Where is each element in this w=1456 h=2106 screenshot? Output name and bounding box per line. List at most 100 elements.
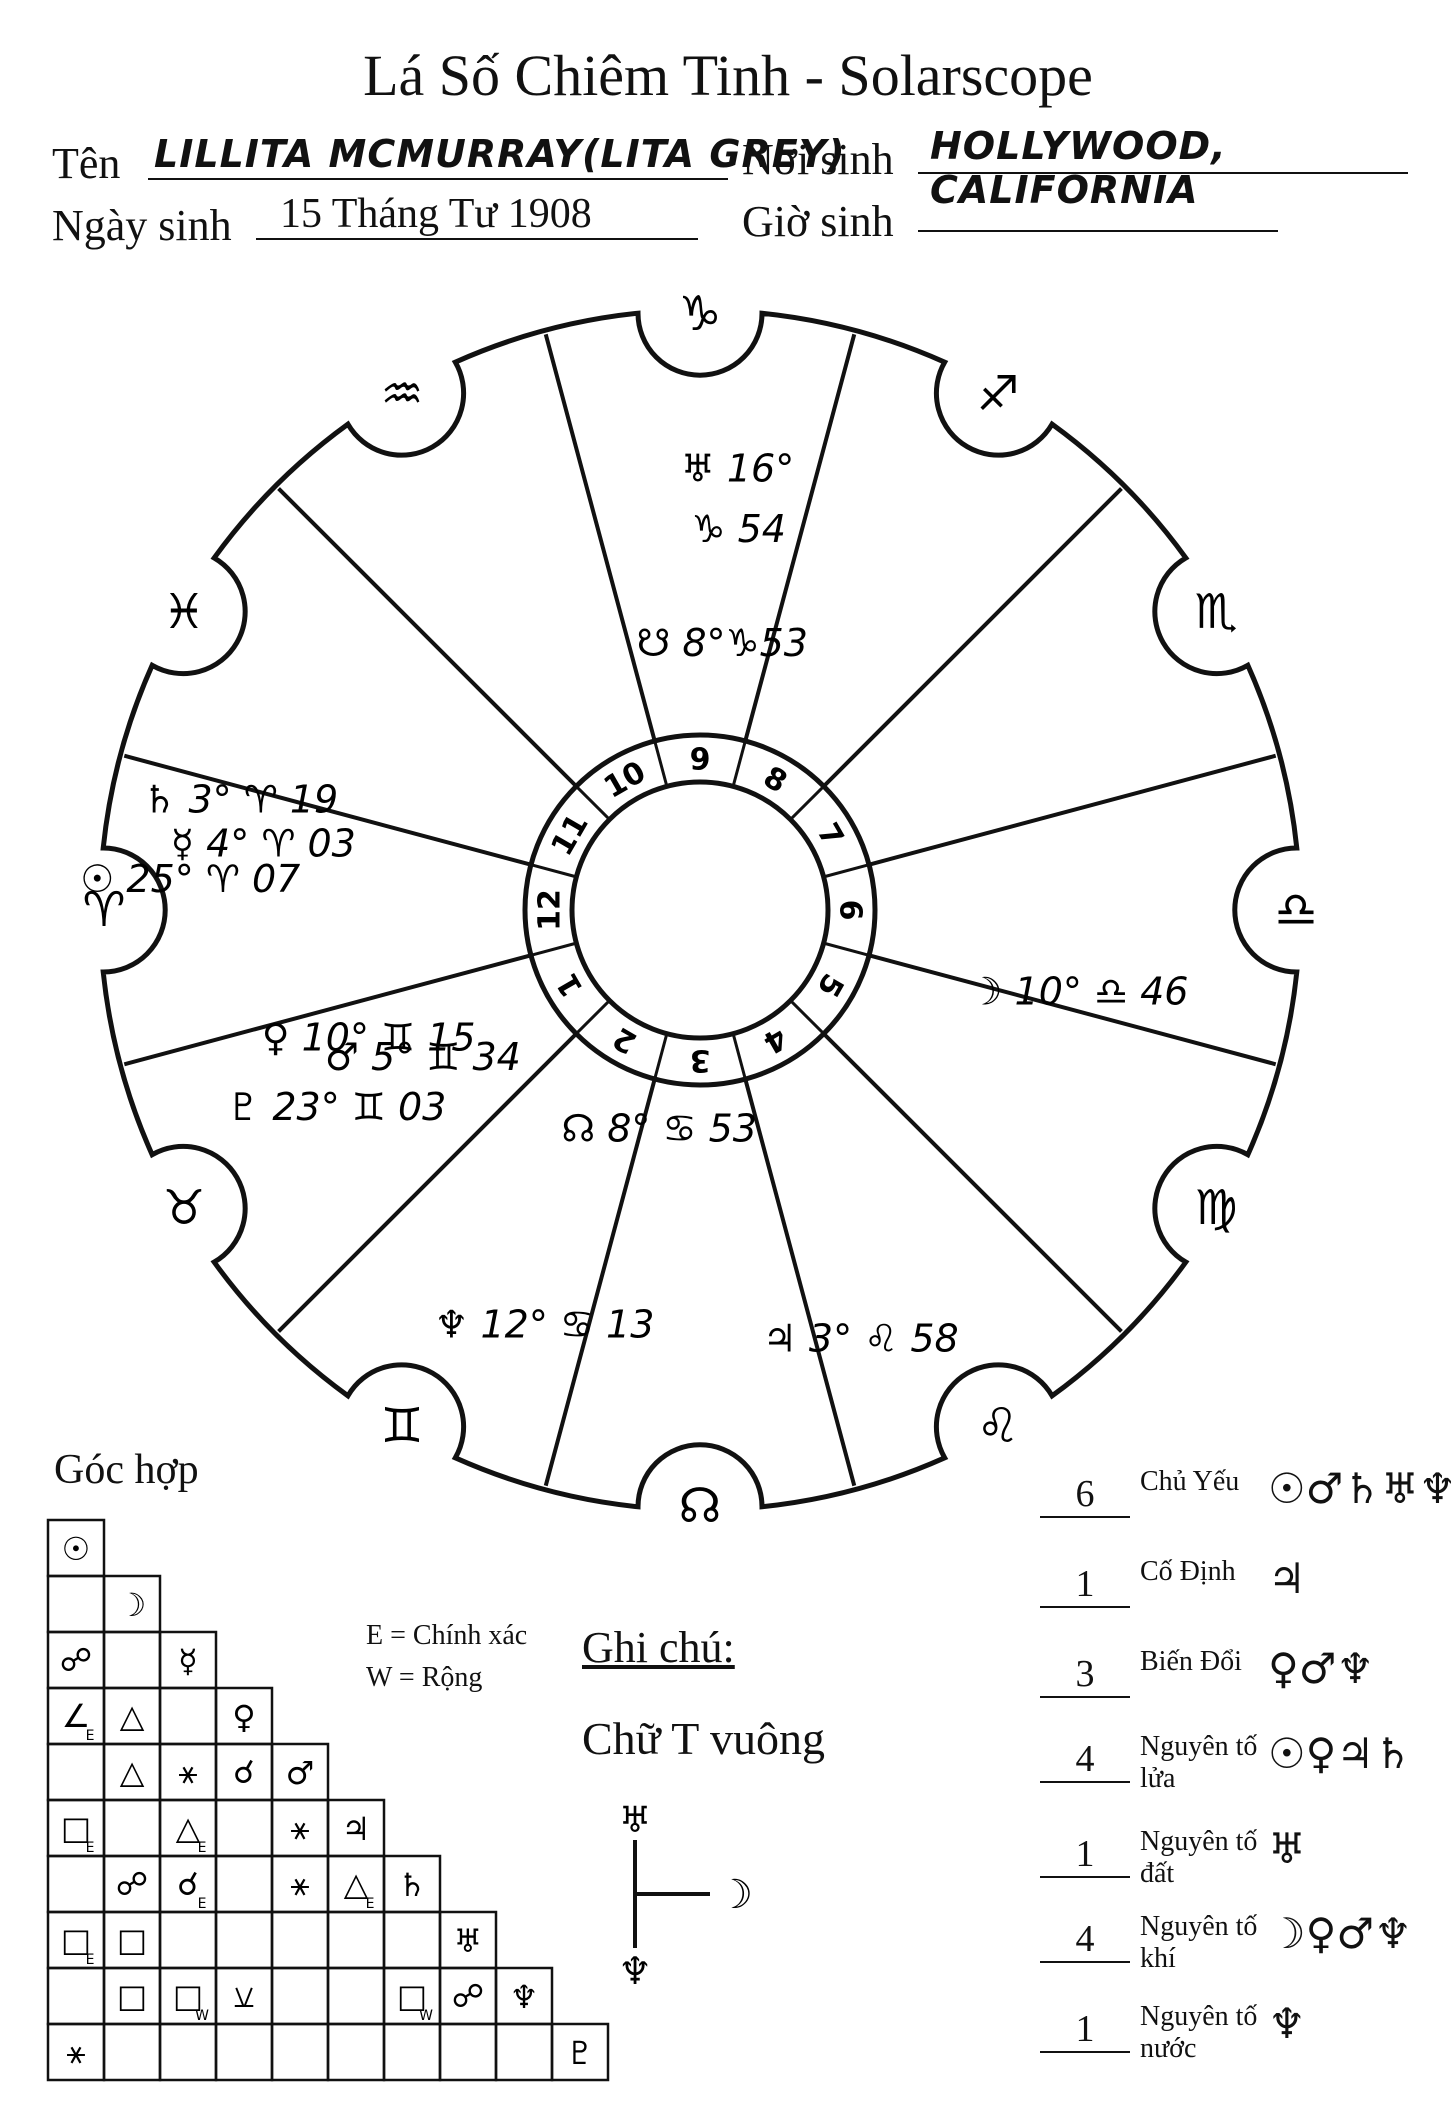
count-label: Nguyên tố đất xyxy=(1140,1826,1258,1889)
aspect-cell xyxy=(158,1686,218,1746)
count-number: 4 xyxy=(1040,1917,1130,1963)
count-symbols: ♀♂♆ xyxy=(1268,1644,1375,1693)
ring-divider xyxy=(823,941,870,957)
aspect-symbol: ⚹ xyxy=(66,2033,85,2071)
inner-ring-inner xyxy=(569,779,831,1041)
birthdate-underline xyxy=(256,238,698,240)
count-label: Nguyên tố khí xyxy=(1140,1911,1258,1974)
house-cusp-line xyxy=(277,1032,578,1333)
tsquare-glyph: ☽ xyxy=(717,1872,753,1918)
zodiac-sign-glyph: ♐ xyxy=(976,366,1019,422)
aspect-cell xyxy=(326,1910,386,1970)
house-cusp-line xyxy=(123,953,532,1067)
count-label: Nguyên tố nước xyxy=(1140,2001,1258,2064)
aspect-symbol: ⚹ xyxy=(290,1865,309,1903)
ring-divider xyxy=(530,941,577,957)
aspect-cell xyxy=(158,2022,218,2082)
aspect-cell xyxy=(214,1798,274,1858)
house-cusp-line xyxy=(743,1078,857,1487)
birthplace-underline xyxy=(918,172,1408,174)
name-label: Tên xyxy=(52,139,121,188)
inner-ring-outer xyxy=(522,732,878,1088)
aspect-symbol: ☌ xyxy=(177,1865,198,1903)
aspect-symbol: ☍ xyxy=(116,1865,148,1903)
birthplace-value: HOLLYWOOD, CALIFORNIA xyxy=(930,124,1227,212)
notes-title: Ghi chú: xyxy=(582,1623,735,1672)
aspect-symbol: □ xyxy=(173,1977,203,2015)
house-cusp-line xyxy=(277,487,578,788)
count-label: Biến Đổi xyxy=(1140,1646,1242,1677)
aspect-symbol: △ xyxy=(120,1697,145,1735)
planet-placement: ♆ 12° ♋ 13 xyxy=(434,1303,654,1347)
house-number: 12 xyxy=(533,889,568,931)
house-number: 7 xyxy=(810,817,851,853)
house-number: 8 xyxy=(757,760,793,801)
house-cusp-line xyxy=(868,953,1277,1067)
planet-placement: ♇ 23° ♊ 03 xyxy=(226,1085,446,1129)
house-number: 6 xyxy=(833,900,868,921)
aspect-orb-note: W xyxy=(419,2008,433,2024)
zodiac-sign-glyph: ♉ xyxy=(162,1180,205,1236)
ring-divider xyxy=(575,999,611,1035)
house-cusp-line xyxy=(868,753,1277,867)
house-cusp-line xyxy=(822,487,1123,788)
count-number: 1 xyxy=(1040,1832,1130,1878)
name-underline xyxy=(148,178,728,180)
aspect-cell xyxy=(102,2022,162,2082)
ring-divider xyxy=(731,1033,747,1080)
zodiac-sign-glyph: ♊ xyxy=(380,1398,423,1454)
birthdate-label: Ngày sinh xyxy=(52,201,232,250)
aspect-cell xyxy=(270,2022,330,2082)
house-number: 9 xyxy=(690,743,711,778)
planet-placement: ♃ 3° ♌ 58 xyxy=(763,1317,959,1361)
ring-divider xyxy=(530,863,577,879)
planet-glyph: ♂ xyxy=(286,1754,315,1792)
birthplace-label: Nơi sinh xyxy=(742,135,894,184)
planet-placement: ☿ 4° ♈ 03 xyxy=(171,821,356,865)
aspect-cell xyxy=(158,1910,218,1970)
ring-divider xyxy=(575,785,611,821)
planet-glyph: ♇ xyxy=(566,2034,595,2072)
ring-divider xyxy=(823,863,870,879)
tsquare-diagram: ♅☽♆ xyxy=(618,1800,753,1990)
ring-divider xyxy=(731,740,747,787)
house-number: 5 xyxy=(810,967,851,1003)
aspect-orb-note: E xyxy=(198,1840,207,1856)
aspect-cell xyxy=(46,1574,106,1634)
aspect-grid: ☉☽☿♀♂♃♄♅♆♇☍∠E△△⚹☌□E△E⚹☍☌E⚹△E□E□□□W⚺□W☍⚹ xyxy=(46,1518,610,2082)
aspect-symbol: ⚹ xyxy=(178,1753,197,1791)
house-cusp-line xyxy=(743,333,857,742)
zodiac-sign-glyph: ♑ xyxy=(678,286,721,342)
planet-placement: ☋ 8°♑53 xyxy=(637,621,808,665)
tsquare-glyph: ♅ xyxy=(619,1800,651,1841)
ring-divider xyxy=(653,1033,669,1080)
legend-exact: E = Chính xác xyxy=(366,1620,528,1651)
aspect-symbol: ☌ xyxy=(233,1753,254,1791)
zodiac-sign-glyph: ♏ xyxy=(1195,584,1238,640)
aspect-symbol: □ xyxy=(117,1921,147,1959)
aspect-cell xyxy=(214,2022,274,2082)
aspect-cell xyxy=(326,2022,386,2082)
count-symbols: ☉♂♄♅♆ xyxy=(1268,1464,1456,1513)
planet-placement: ♑ 54 xyxy=(691,507,786,551)
aspect-cell xyxy=(326,1966,386,2026)
aspect-cell xyxy=(438,2022,498,2082)
zodiac-sign-glyph: ♍ xyxy=(1195,1180,1238,1236)
house-number: 4 xyxy=(757,1020,793,1061)
planet-placement: ♄ 3° ♈ 19 xyxy=(142,777,338,821)
planet-glyph: ♃ xyxy=(342,1810,371,1848)
aspect-orb-note: E xyxy=(366,1896,375,1912)
aspect-symbol: ∠ xyxy=(62,1697,91,1735)
aspect-cell xyxy=(382,2022,442,2082)
aspect-orb-note: E xyxy=(86,1728,95,1744)
name-value: LILLITA MCMURRAY(LITA GREY) xyxy=(154,132,846,176)
aspect-cell xyxy=(494,2022,554,2082)
house-number: 1 xyxy=(550,967,591,1003)
planet-glyph: ♀ xyxy=(232,1698,255,1736)
aspect-symbol: ☍ xyxy=(60,1641,92,1679)
